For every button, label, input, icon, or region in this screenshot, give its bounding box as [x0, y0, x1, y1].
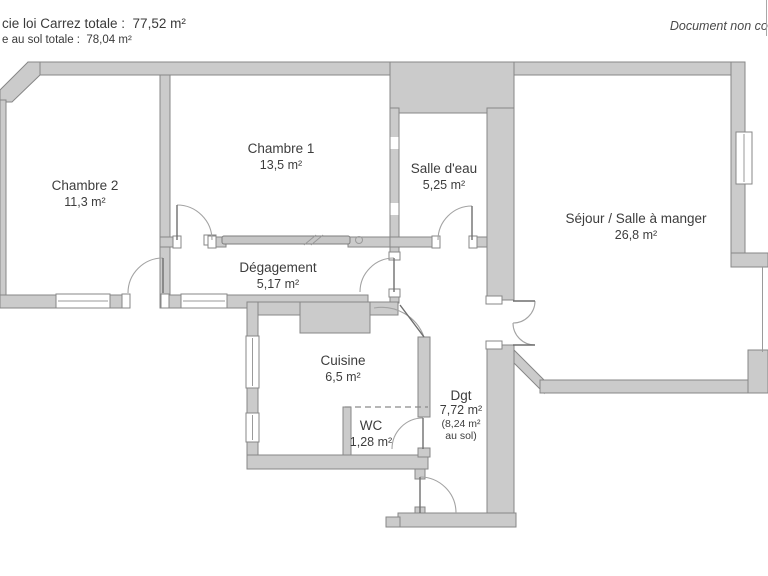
- label-chambre2: Chambre 2 11,3 m²: [52, 178, 119, 209]
- label-degagement: Dégagement 5,17 m²: [239, 260, 317, 291]
- door-sejour-double: [485, 295, 536, 350]
- door-entry: [419, 476, 457, 514]
- sliding-door: [203, 234, 363, 246]
- label-dgt: Dgt 7,72 m² (8,24 m² au sol): [440, 388, 482, 442]
- svg-text:13,5 m²: 13,5 m²: [260, 158, 302, 172]
- carrez-area-total: cie loi Carrez totale : 77,52 m²: [2, 16, 186, 31]
- document-note: Document non cor: [669, 19, 768, 33]
- shaft-gap: [390, 137, 399, 149]
- svg-text:7,72 m²: 7,72 m²: [440, 403, 482, 417]
- svg-text:WC: WC: [360, 418, 383, 433]
- door-wc: [391, 417, 424, 450]
- window: [735, 131, 753, 185]
- svg-text:Dgt: Dgt: [450, 388, 471, 403]
- label-sejour: Séjour / Salle à manger 26,8 m²: [565, 211, 707, 242]
- label-salle-deau: Salle d'eau 5,25 m²: [411, 161, 477, 192]
- doors: [121, 204, 536, 514]
- walls: [0, 61, 768, 528]
- label-wc: WC 1,28 m²: [350, 418, 392, 449]
- room-labels: Chambre 2 11,3 m² Chambre 1 13,5 m² Sall…: [52, 141, 707, 449]
- window: [245, 335, 260, 389]
- windows: [55, 131, 763, 443]
- svg-text:Séjour / Salle à manger: Séjour / Salle à manger: [565, 211, 707, 226]
- svg-text:11,3 m²: 11,3 m²: [64, 195, 105, 209]
- door-chambre1: [172, 204, 217, 249]
- label-chambre1: Chambre 1 13,5 m²: [248, 141, 315, 172]
- svg-text:1,28 m²: 1,28 m²: [350, 435, 392, 449]
- shaft-gap: [390, 203, 399, 215]
- svg-text:5,17 m²: 5,17 m²: [257, 277, 299, 291]
- svg-text:Chambre 2: Chambre 2: [52, 178, 119, 193]
- window: [245, 412, 260, 443]
- window: [180, 293, 228, 309]
- svg-text:26,8 m²: 26,8 m²: [615, 228, 657, 242]
- door-salle-deau: [431, 205, 478, 249]
- door-cuisine: [373, 304, 425, 338]
- window: [55, 293, 111, 309]
- door-degagement: [359, 251, 401, 298]
- page-edge-line: [766, 0, 767, 36]
- svg-text:6,5 m²: 6,5 m²: [325, 370, 360, 384]
- door-chambre2: [121, 257, 170, 309]
- label-cuisine: Cuisine 6,5 m²: [320, 353, 365, 384]
- svg-text:Cuisine: Cuisine: [320, 353, 365, 368]
- svg-text:Chambre 1: Chambre 1: [248, 141, 315, 156]
- svg-text:Salle d'eau: Salle d'eau: [411, 161, 477, 176]
- svg-text:au sol): au sol): [445, 430, 477, 442]
- svg-text:Dégagement: Dégagement: [239, 260, 317, 275]
- floor-area-total: e au sol totale : 78,04 m²: [2, 34, 132, 46]
- svg-text:5,25 m²: 5,25 m²: [423, 178, 465, 192]
- svg-text:(8,24 m²: (8,24 m²: [441, 418, 481, 430]
